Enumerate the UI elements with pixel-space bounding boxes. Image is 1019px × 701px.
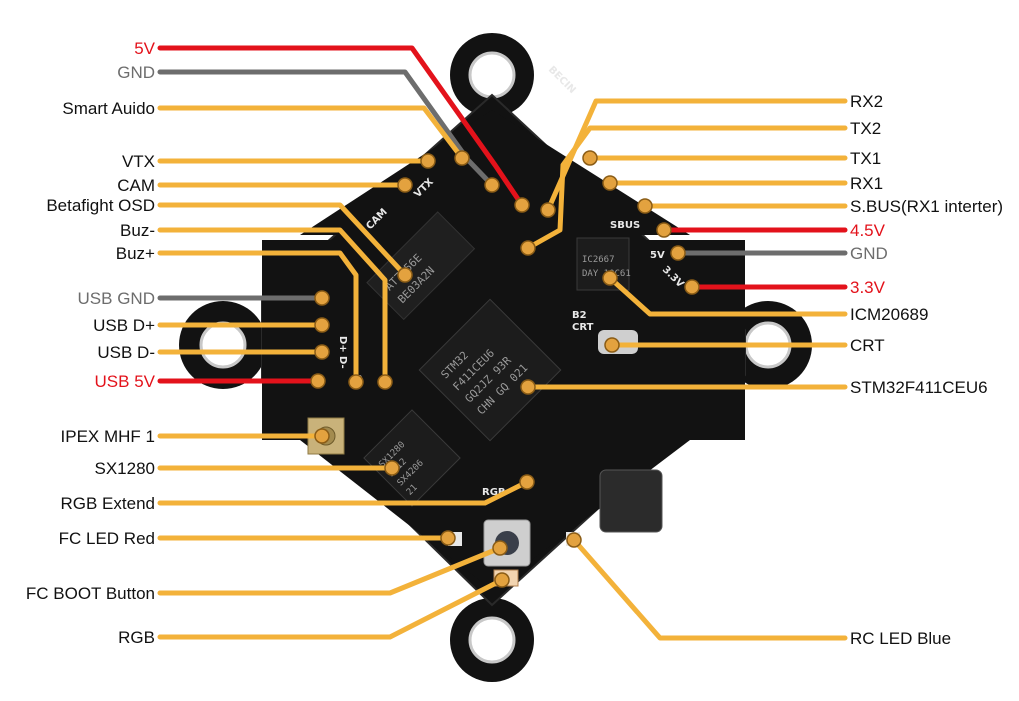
label-vtx: VTX: [122, 152, 155, 171]
label-usb-gnd: USB GND: [78, 289, 155, 308]
pad-ipex: [314, 428, 330, 444]
pad-rgb: [494, 572, 510, 588]
pad-betaflight-osd: [397, 267, 413, 283]
flight-controller-board: AT7456E BE03A2N STM32 F411CEU6 GQ2JZ 93R…: [179, 33, 812, 682]
label-gnd: GND: [117, 63, 155, 82]
label-stm32: STM32F411CEU6: [850, 378, 988, 397]
inductor: [599, 469, 663, 533]
pad-buz-minus: [377, 374, 393, 390]
pad-fc-boot: [492, 540, 508, 556]
label-fc-boot: FC BOOT Button: [26, 584, 155, 603]
label-usb-d-minus: USB D-: [97, 343, 155, 362]
wire-icm: [607, 275, 848, 317]
label-5v: 5V: [134, 39, 155, 58]
board-top-fill: [300, 110, 690, 235]
label-usb-5v: USB 5V: [95, 372, 156, 391]
wire-buz-minus: [157, 227, 388, 385]
label-rx2: RX2: [850, 92, 883, 111]
pad-crt: [604, 337, 620, 353]
pad-usb-d-plus: [314, 317, 330, 333]
label-4v5: 4.5V: [850, 221, 886, 240]
label-buz-minus: Buz-: [120, 221, 155, 240]
label-rgb-extend: RGB Extend: [61, 494, 156, 513]
label-3v3: 3.3V: [850, 278, 886, 297]
label-tx2: TX2: [850, 119, 881, 138]
pad-usb-gnd: [314, 290, 330, 306]
mount-hole-left: [199, 321, 247, 369]
mcu-chip: STM32 F411CEU6 GQ2JZ 93R CHN GQ 021: [418, 298, 562, 442]
pad-gnd: [484, 177, 500, 193]
pad-rc-led-blue: [566, 532, 582, 548]
pad-buz-plus: [348, 374, 364, 390]
label-usb-d-plus: USB D+: [93, 316, 155, 335]
label-rgb: RGB: [118, 628, 155, 647]
label-gnd-r: GND: [850, 244, 888, 263]
silk-rgb: RGB: [482, 487, 506, 498]
pad-smart-audio: [454, 150, 470, 166]
pad-4v5: [656, 222, 672, 238]
pad-stm32: [520, 379, 536, 395]
pad-rx1: [602, 175, 618, 191]
label-icm: ICM20689: [850, 305, 928, 324]
pad-3v3: [684, 279, 700, 295]
wire-betaflight-osd: [157, 202, 408, 278]
label-betaflight-osd: Betafight OSD: [46, 196, 155, 215]
silk-becin: BECIN: [546, 64, 578, 96]
pad-rgb-extend: [519, 474, 535, 490]
wire-5v: [157, 45, 525, 208]
pad-icm: [602, 270, 618, 286]
silk-b2: B2: [572, 310, 587, 321]
label-crt: CRT: [850, 336, 885, 355]
pad-gnd-r: [670, 245, 686, 261]
label-sbus: S.BUS(RX1 interter): [850, 197, 1003, 216]
pad-group: [310, 150, 700, 588]
label-cam: CAM: [117, 176, 155, 195]
label-fc-led-red: FC LED Red: [59, 529, 155, 548]
wire-rc-led-blue: [571, 537, 848, 641]
mount-hole-top: [468, 51, 516, 99]
gyro-chip-line-1: IC2667: [582, 255, 615, 265]
silk-crt: CRT: [572, 322, 594, 333]
mount-hole-bottom: [468, 616, 516, 664]
rx-chip-body: [363, 409, 461, 507]
pad-usb-5v: [310, 373, 326, 389]
wire-tx2: [525, 125, 848, 251]
mcu-chip-body: [418, 298, 562, 442]
wire-gnd: [157, 69, 495, 188]
wire-smart-audio: [157, 105, 465, 161]
gyro-chip-body: [576, 237, 630, 291]
wire-rgb: [157, 577, 505, 640]
label-tx1: TX1: [850, 149, 881, 168]
pad-sx1280: [384, 460, 400, 476]
pad-cam: [397, 177, 413, 193]
label-rx1: RX1: [850, 174, 883, 193]
pad-5v: [514, 197, 530, 213]
pad-usb-d-minus: [314, 344, 330, 360]
label-buz-plus: Buz+: [116, 244, 155, 263]
pad-vtx: [420, 153, 436, 169]
wire-fc-boot: [157, 545, 503, 596]
wire-buz-plus: [157, 250, 359, 385]
label-ipex: IPEX MHF 1: [61, 427, 155, 446]
silk-sbus: SBUS: [610, 220, 640, 231]
pad-fc-led-red: [440, 530, 456, 546]
silk-5v: 5V: [650, 250, 665, 261]
wire-group: [157, 45, 848, 641]
label-sx1280: SX1280: [95, 459, 156, 478]
label-smart-audio: Smart Auido: [62, 99, 155, 118]
silk-dplus: D+: [337, 336, 348, 353]
pad-sbus: [637, 198, 653, 214]
wire-rgb-extend: [157, 479, 530, 506]
label-rc-led-blue: RC LED Blue: [850, 629, 951, 648]
pad-rx2: [540, 202, 556, 218]
pad-tx1: [582, 150, 598, 166]
silk-dminus: D-: [337, 356, 348, 369]
pad-tx2: [520, 240, 536, 256]
